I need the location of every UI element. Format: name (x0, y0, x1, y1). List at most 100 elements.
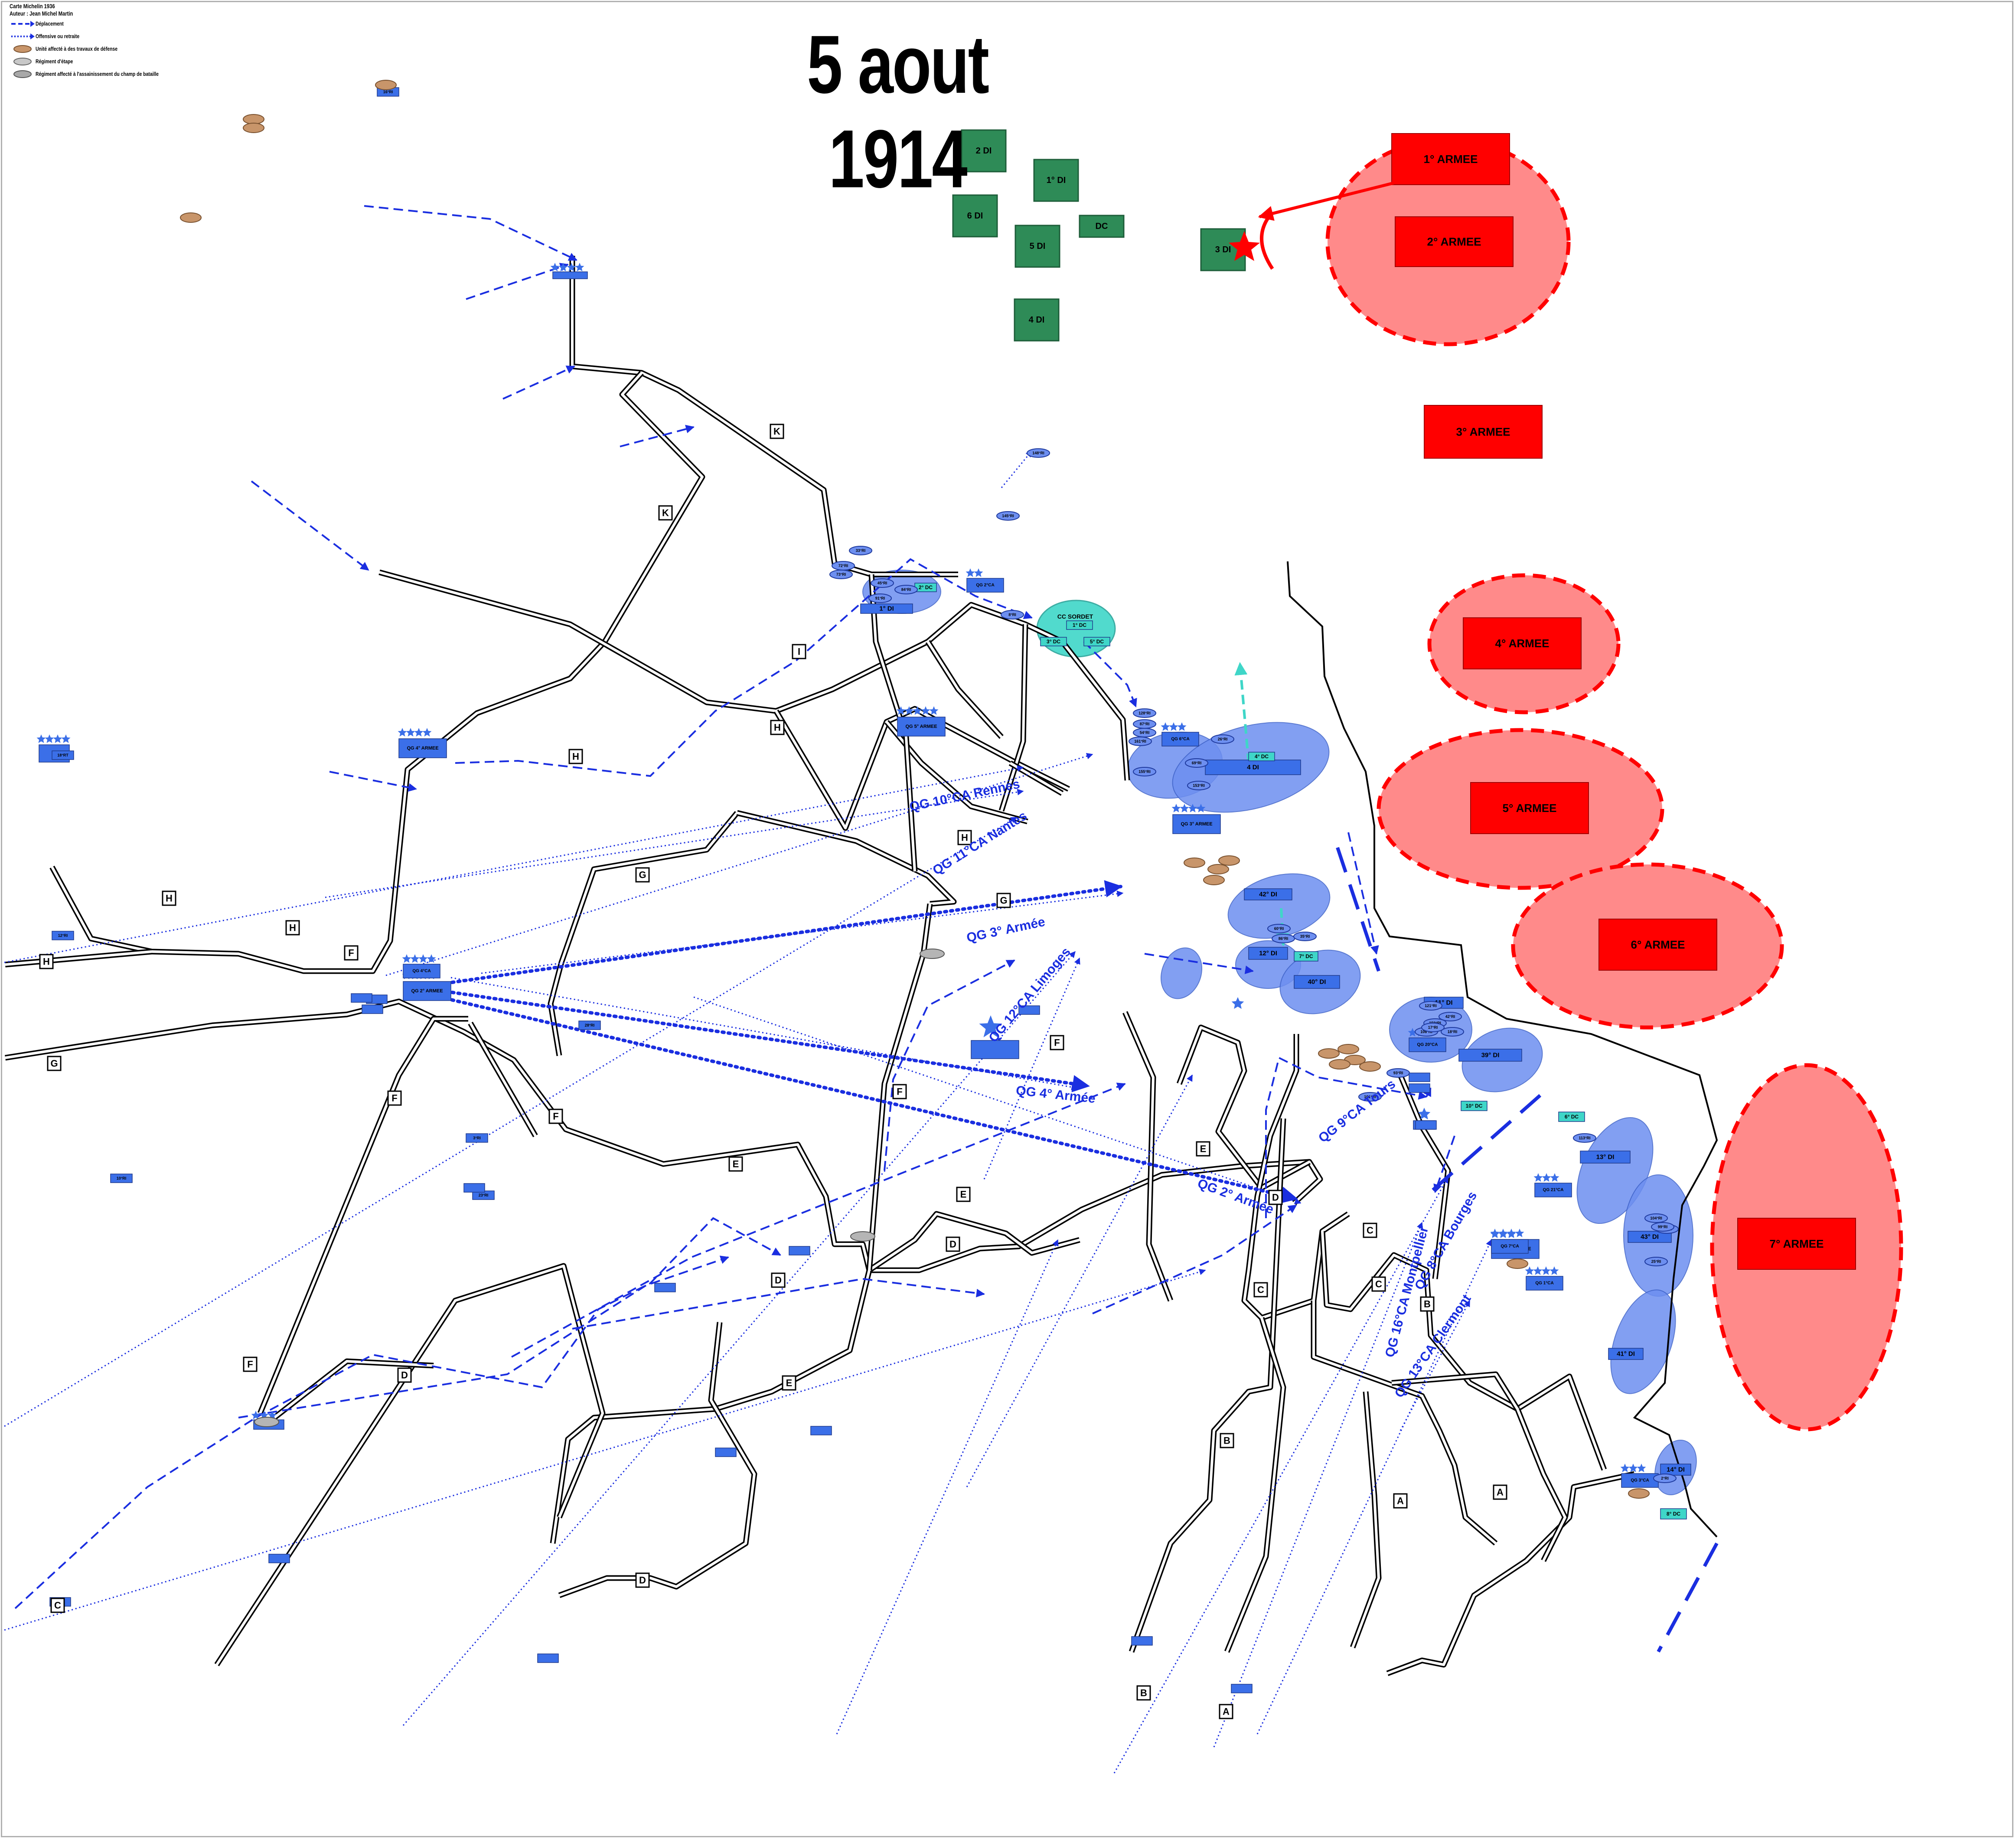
gray-oval-icon (13, 70, 32, 78)
rail-line-letter-box (1136, 1685, 1151, 1701)
movement-arrow (455, 558, 1033, 777)
regiment-label: 84°RI (901, 587, 911, 592)
railway-track-inner (1243, 1034, 1349, 1319)
rank-star-icon (913, 706, 922, 715)
rail-line-letter: C (1257, 1285, 1264, 1295)
rail-line-letter-box (635, 1572, 650, 1588)
railway-track-inner (558, 1322, 756, 1597)
regiment-label: 2°RI (1661, 1476, 1669, 1480)
rail-line-letter-box (946, 1236, 960, 1252)
rail-line-letter-box (728, 1156, 743, 1172)
rail-line-letter: F (1054, 1037, 1060, 1048)
regiment-oval (1644, 1213, 1668, 1223)
offensive-arrow (1001, 450, 1033, 488)
regiment-box-label: 3°RI (473, 1136, 481, 1140)
offensive-arrow (693, 996, 1302, 1204)
railway-track-inner (379, 571, 1129, 781)
corps-hq (403, 964, 440, 978)
rank-star-icon (1177, 722, 1187, 731)
rail-line-letter: H (289, 923, 296, 933)
belgian-division (1033, 159, 1079, 202)
dotted-arrow-icon (11, 33, 35, 39)
belgian-division-label: 1° DI (1047, 176, 1066, 185)
regiment-label: 91°RI (875, 596, 885, 600)
rank-star-icon (1541, 1266, 1551, 1275)
rail-line-letter: B (1424, 1299, 1431, 1310)
german-army-box (1737, 1218, 1856, 1270)
french-division-label: 43° DI (1641, 1233, 1659, 1241)
rank-star-icon (1533, 1266, 1543, 1275)
belgian-division (952, 194, 998, 238)
army-offensive-arrow (438, 989, 1090, 1092)
french-division-label: 42° DI (1259, 891, 1277, 898)
cavalry-division (1294, 951, 1318, 962)
corps-hq-label: QG 3°CA (1631, 1478, 1649, 1483)
rail-line-letter: F (553, 1111, 558, 1122)
rank-star-icon (567, 263, 576, 271)
hq-movement-label: QG 2° Armée (1196, 1176, 1275, 1217)
railway-track-inner (1399, 1074, 1449, 1279)
rail-line-letter-box (387, 1090, 402, 1106)
corps-hq (1621, 1473, 1659, 1488)
detachment-box (1409, 1083, 1430, 1093)
corps-hq-label: QG 4°CA (412, 969, 431, 974)
cavalry-division (1660, 1508, 1687, 1519)
rail-line-letter-box (635, 867, 650, 883)
rank-star-icon (575, 263, 584, 271)
rail-line-letter-box (996, 893, 1011, 908)
hq-movement-label: QG 12°CA Limoges (986, 945, 1073, 1045)
regiment-oval (1001, 610, 1024, 620)
french-division-label: 13° DI (1596, 1154, 1615, 1161)
rail-line-letter: F (247, 1359, 253, 1370)
regiment-label: 45°RI (878, 581, 887, 585)
legend-item-cleanup: Régiment affecté à l'assainissement du c… (10, 68, 235, 80)
railway-track-inner (1312, 1301, 1497, 1545)
brown-oval-icon (13, 45, 32, 53)
corps-hq (1534, 1183, 1572, 1197)
legend-item-offensive: Offensive ou retraite (10, 30, 235, 42)
german-army-box (1598, 919, 1717, 971)
rail-line-letter-box (956, 1187, 971, 1202)
rail-line-letter: A (1397, 1496, 1404, 1506)
regiment-box (52, 750, 74, 760)
rank-star-icon (427, 954, 436, 963)
german-army-box (1424, 405, 1543, 459)
railway-track-inner (1516, 1408, 1566, 1562)
rail-line-letter-box (892, 1084, 907, 1099)
regiment-box (466, 1133, 488, 1143)
regiment-oval (1441, 1027, 1464, 1037)
rail-line-letter: G (50, 1058, 58, 1069)
regiment-label: 121°RI (1425, 1004, 1437, 1008)
railway-track-inner (5, 950, 152, 966)
german-army-box (1470, 782, 1589, 834)
regiment-label: 69°RI (1192, 761, 1202, 765)
regiment-label: 106°RI (1420, 1030, 1432, 1034)
rail-line-letter: B (1223, 1435, 1230, 1446)
rail-line-letter: C (54, 1600, 61, 1611)
offensive-arrow (836, 1239, 1059, 1735)
regiment-oval (1644, 1257, 1668, 1266)
regiment-oval (849, 546, 872, 555)
rail-line-letter-box (397, 1367, 412, 1383)
regiment-oval (868, 593, 892, 603)
defense-unit-oval (1337, 1044, 1359, 1054)
rail-line-letter-box (285, 920, 300, 936)
rank-star-icon (422, 728, 432, 737)
railway-track-inner (1124, 1011, 1172, 1301)
defense-unit-oval (1329, 1059, 1351, 1069)
german-army-box (1395, 216, 1514, 267)
rank-star-icon (1515, 1229, 1524, 1237)
cavalry-division-label: 5° DC (1090, 639, 1104, 645)
offensive-arrow (1113, 1176, 1449, 1774)
detachment-box (654, 1283, 676, 1292)
army-hq (398, 738, 447, 758)
rail-line-letter-box (1219, 1704, 1233, 1719)
regiment-oval (1293, 932, 1317, 941)
belgian-division-label: 3 DI (1215, 245, 1231, 254)
railway-track (569, 256, 958, 577)
cavalry-corps-label: CC SORDET (1057, 613, 1093, 620)
hq-movement-label: QG 3° Armée (965, 915, 1046, 946)
map-title: 5 aout 1914 (807, 19, 989, 205)
